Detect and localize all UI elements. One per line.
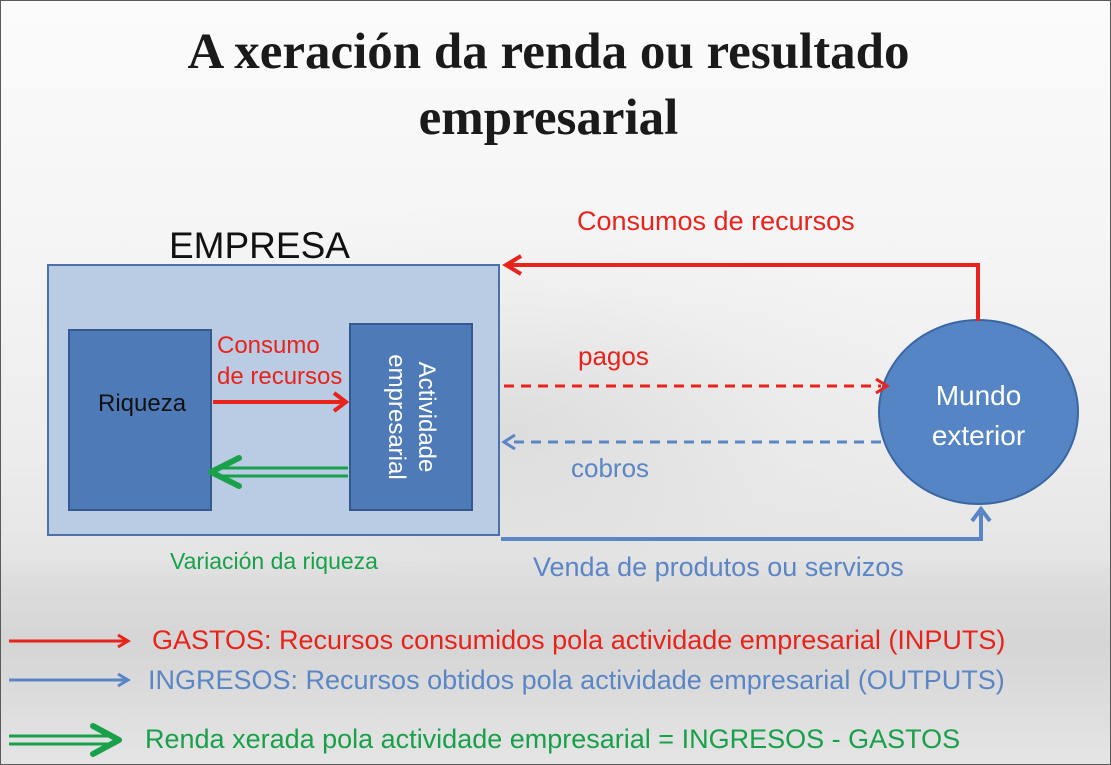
legend-renda-arrow-head bbox=[90, 723, 122, 757]
arrow-venda-head bbox=[970, 505, 992, 523]
riqueza-box bbox=[68, 329, 212, 511]
legend-renda-label: Renda xerada pola actividade empresarial… bbox=[145, 724, 961, 754]
mundo-exterior-label: Mundo exterior bbox=[878, 376, 1079, 456]
slide-title-line2: empresarial bbox=[418, 90, 679, 146]
slide-title-line1: A xeración da renda ou resultado bbox=[187, 24, 910, 80]
arrow-venda bbox=[501, 513, 983, 541]
arrow-cobros-head bbox=[501, 433, 516, 451]
legend-gastos-arrow-head bbox=[117, 633, 131, 649]
arrow-variacion-head bbox=[208, 455, 242, 489]
mundo-exterior-circle bbox=[878, 319, 1079, 505]
arrow-consumo-inner-head bbox=[332, 391, 350, 413]
background-city bbox=[1, 561, 1110, 764]
venda-label: Venda de produtos ou servizos bbox=[533, 552, 904, 582]
mundo-label-line1: Mundo bbox=[935, 380, 1022, 411]
mundo-label-line2: exterior bbox=[931, 420, 1026, 451]
consumo-inner-label-line1: Consumo bbox=[217, 332, 320, 359]
arrow-pagos-head bbox=[875, 377, 890, 395]
arrow-consumos-recursos-head bbox=[502, 254, 523, 276]
legend-ingresos-arrow-head bbox=[117, 672, 131, 688]
actividade-box bbox=[349, 323, 473, 511]
cobros-label: cobros bbox=[571, 453, 650, 483]
pagos-label: pagos bbox=[578, 341, 649, 371]
consumos-recursos-label: Consumos de recursos bbox=[577, 206, 855, 236]
empresa-label: EMPRESA bbox=[169, 225, 350, 266]
legend-ingresos-label: INGRESOS: Recursos obtidos pola activida… bbox=[148, 665, 1005, 695]
riqueza-label: Riqueza bbox=[98, 390, 187, 417]
variacion-riqueza-label: Variación da riqueza bbox=[170, 548, 378, 574]
legend-gastos-label: GASTOS: Recursos consumidos pola activid… bbox=[152, 625, 1006, 655]
consumo-inner-label-line2: de recursos bbox=[217, 363, 343, 390]
arrow-consumos-recursos bbox=[509, 263, 980, 321]
